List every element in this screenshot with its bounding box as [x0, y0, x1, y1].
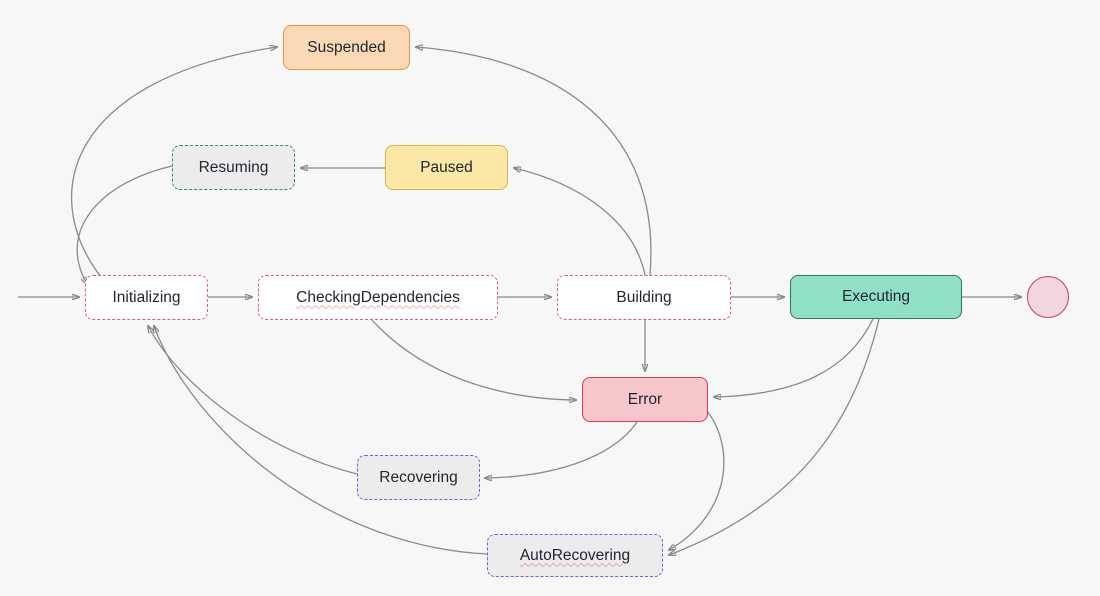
state-recovering: Recovering — [357, 455, 480, 500]
edge-error-to-autorecovering — [669, 410, 725, 550]
edge-autorecovering-to-initializing — [154, 326, 488, 555]
state-suspended: Suspended — [283, 25, 410, 70]
state-error: Error — [582, 377, 708, 422]
edge-building-to-paused — [514, 168, 646, 276]
edge-recovering-to-initializing — [148, 326, 358, 475]
state-initializing: Initializing — [85, 275, 208, 320]
edge-executing-to-autorecovering — [669, 318, 880, 555]
state-checkingdependencies: CheckingDependencies — [258, 275, 498, 320]
state-autorecovering: AutoRecovering — [487, 534, 663, 577]
state-resuming: Resuming — [172, 145, 295, 190]
state-executing: Executing — [790, 275, 962, 319]
state-suspended-label: Suspended — [307, 38, 386, 56]
edge-resuming-to-initializing — [76, 165, 173, 284]
final-state-circle — [1027, 276, 1069, 318]
state-recovering-label: Recovering — [379, 468, 458, 486]
state-resuming-label: Resuming — [198, 158, 269, 176]
state-initializing-label: Initializing — [112, 288, 181, 306]
state-executing-label: Executing — [841, 288, 911, 305]
edge-checkingdependencies-to-error — [371, 319, 576, 400]
state-checkingdependencies-label: CheckingDependencies — [296, 288, 460, 306]
state-building: Building — [557, 275, 731, 320]
state-paused-label: Paused — [420, 158, 473, 176]
state-error-label: Error — [627, 390, 663, 408]
edge-initializing-to-suspended — [70, 47, 277, 278]
state-building-label: Building — [616, 288, 672, 306]
state-paused: Paused — [385, 145, 508, 190]
edge-executing-to-error — [714, 318, 874, 397]
edge-building-to-suspended — [416, 47, 652, 276]
state-autorecovering-label: AutoRecovering — [519, 546, 631, 564]
edge-error-to-recovering — [485, 421, 638, 478]
